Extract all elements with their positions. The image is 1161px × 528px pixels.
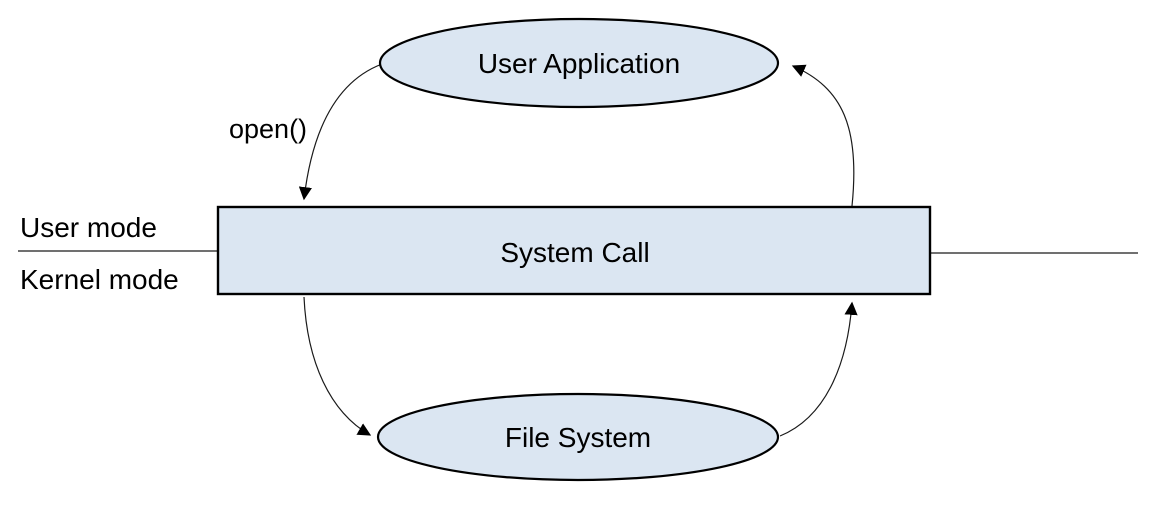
arrow-file-system-to-system-call xyxy=(779,301,858,437)
node-system-call: System Call xyxy=(216,205,932,296)
user-mode-label: User mode xyxy=(20,212,157,243)
user-application-ellipse xyxy=(378,17,780,109)
system-call-label: System Call xyxy=(500,237,649,268)
node-file-system: File System xyxy=(376,392,780,482)
kernel-mode-label: Kernel mode xyxy=(20,264,179,295)
arrow-system-call-to-user-application xyxy=(791,64,855,207)
open-call-edge-label: open() xyxy=(229,114,307,144)
arrow-system-call-to-file-system xyxy=(303,296,372,436)
user-application-label: User Application xyxy=(478,48,680,79)
file-system-ellipse xyxy=(376,392,780,482)
file-system-label: File System xyxy=(505,422,651,453)
node-user-application: User Application xyxy=(378,17,780,109)
system-call-rect xyxy=(216,205,932,296)
arrow-user-application-to-system-call xyxy=(298,63,383,201)
